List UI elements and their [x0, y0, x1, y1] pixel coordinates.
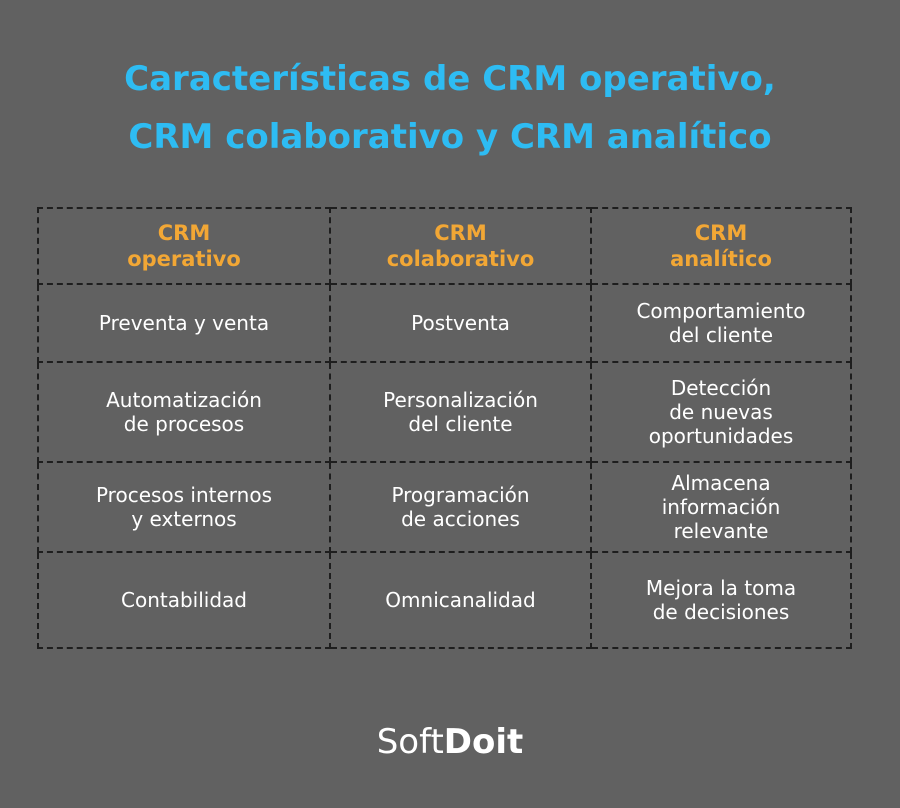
table-row: Automatización de procesos Personalizaci… [37, 361, 852, 463]
table-cell: Detección de nuevas oportunidades [590, 361, 852, 463]
header-crm-operativo: CRM operativo [37, 207, 331, 285]
header-crm-colaborativo: CRM colaborativo [329, 207, 592, 285]
table-cell: Omnicanalidad [329, 551, 592, 649]
table-cell: Postventa [329, 283, 592, 363]
softdoit-logo: SoftDoit [0, 722, 900, 762]
table-cell: Almacena información relevante [590, 461, 852, 553]
table-cell: Contabilidad [37, 551, 331, 649]
title-line-1: Características de CRM operativo, [124, 59, 776, 99]
header-crm-analitico: CRM analítico [590, 207, 852, 285]
logo-soft: Soft [376, 722, 444, 762]
logo-doit: Doit [443, 722, 524, 762]
table-cell: Personalización del cliente [329, 361, 592, 463]
table-cell: Preventa y venta [37, 283, 331, 363]
title-line-2: CRM colaborativo y CRM analítico [128, 117, 772, 157]
table-row: Procesos internos y externos Programació… [37, 461, 852, 553]
table-cell: Comportamiento del cliente [590, 283, 852, 363]
table-row: Preventa y venta Postventa Comportamient… [37, 283, 852, 363]
table-cell: Mejora la toma de decisiones [590, 551, 852, 649]
table-cell: Programación de acciones [329, 461, 592, 553]
table-cell: Procesos internos y externos [37, 461, 331, 553]
page-title: Características de CRM operativo, CRM co… [0, 50, 900, 166]
table-row: Contabilidad Omnicanalidad Mejora la tom… [37, 551, 852, 649]
table-cell: Automatización de procesos [37, 361, 331, 463]
table-header-row: CRM operativo CRM colaborativo CRM analí… [37, 207, 852, 285]
comparison-table: CRM operativo CRM colaborativo CRM analí… [37, 207, 852, 649]
